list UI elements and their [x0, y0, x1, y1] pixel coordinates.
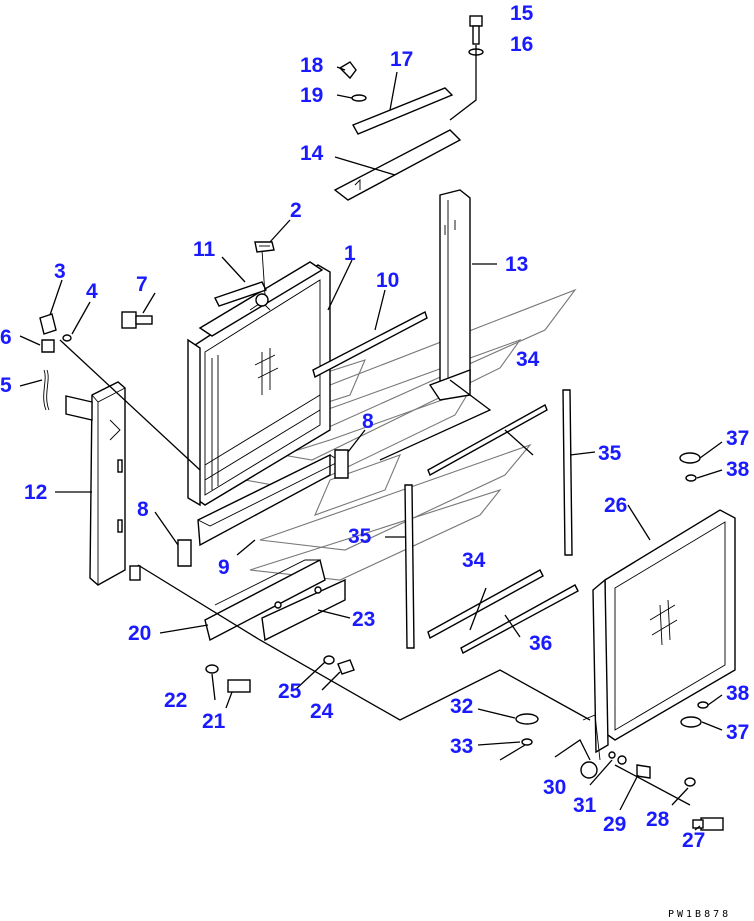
lower-right-fittings	[608, 751, 724, 831]
callout-4: 4	[86, 280, 98, 303]
plate-part-17	[352, 87, 454, 135]
callout-33: 33	[450, 735, 473, 758]
callout-8a: 8	[362, 410, 374, 433]
upright-bracket-part	[428, 189, 471, 401]
callout-9: 9	[218, 556, 230, 579]
callout-6: 6	[0, 326, 12, 349]
callout-1: 1	[344, 242, 356, 265]
aftercooler-part	[580, 509, 736, 779]
strip-part-14	[333, 129, 462, 201]
callout-34b: 34	[462, 549, 486, 572]
leader-lines	[19, 45, 723, 831]
cap-parts	[515, 452, 709, 746]
callout-37a: 37	[726, 427, 749, 450]
left-fittings	[39, 313, 72, 411]
callout-8b: 8	[137, 498, 149, 521]
callout-38b: 38	[726, 682, 750, 705]
callout-35a: 35	[598, 442, 622, 465]
block-part-8b	[177, 539, 192, 567]
lower-bracket-parts	[204, 558, 346, 642]
callout-20: 20	[128, 622, 151, 645]
cap-strip-part	[214, 241, 275, 307]
left-bracket-part	[65, 381, 141, 586]
callout-31: 31	[573, 794, 597, 817]
callout-2: 2	[290, 199, 302, 222]
callout-38a: 38	[726, 458, 750, 481]
callout-15: 15	[510, 2, 534, 25]
bar-part-10	[312, 311, 428, 379]
wing-nut-part-18	[338, 61, 367, 102]
callout-24: 24	[310, 700, 334, 723]
callout-26: 26	[604, 494, 627, 517]
callout-21: 21	[202, 710, 226, 733]
callout-29: 29	[603, 813, 626, 836]
callout-32: 32	[450, 695, 473, 718]
lower-middle-fittings	[205, 655, 355, 693]
callout-16: 16	[510, 33, 533, 56]
callout-19: 19	[300, 84, 323, 107]
callout-10: 10	[376, 269, 399, 292]
seal-parts	[404, 389, 579, 654]
callout-13: 13	[505, 253, 528, 276]
callout-30: 30	[543, 776, 566, 799]
callout-12: 12	[24, 481, 47, 504]
radiator-part	[187, 261, 331, 507]
callout-18: 18	[300, 54, 324, 77]
callout-17: 17	[390, 48, 413, 71]
foam-bar-part	[197, 453, 331, 547]
callout-35b: 35	[348, 525, 372, 548]
drawing-code: PW1B878	[668, 909, 731, 920]
callout-25: 25	[278, 680, 302, 703]
callout-28: 28	[646, 808, 670, 831]
callout-36: 36	[529, 632, 552, 655]
callout-23: 23	[352, 608, 375, 631]
callout-11: 11	[193, 238, 216, 261]
callout-34a: 34	[516, 348, 540, 371]
callout-14: 14	[300, 142, 324, 165]
callout-22: 22	[164, 689, 187, 712]
bolt-part-7	[121, 311, 153, 329]
callout-7: 7	[136, 273, 148, 296]
callout-5: 5	[0, 374, 12, 397]
callout-37b: 37	[726, 721, 749, 744]
callout-27: 27	[682, 829, 705, 852]
callout-3: 3	[54, 260, 66, 283]
block-part-8a	[334, 449, 349, 479]
